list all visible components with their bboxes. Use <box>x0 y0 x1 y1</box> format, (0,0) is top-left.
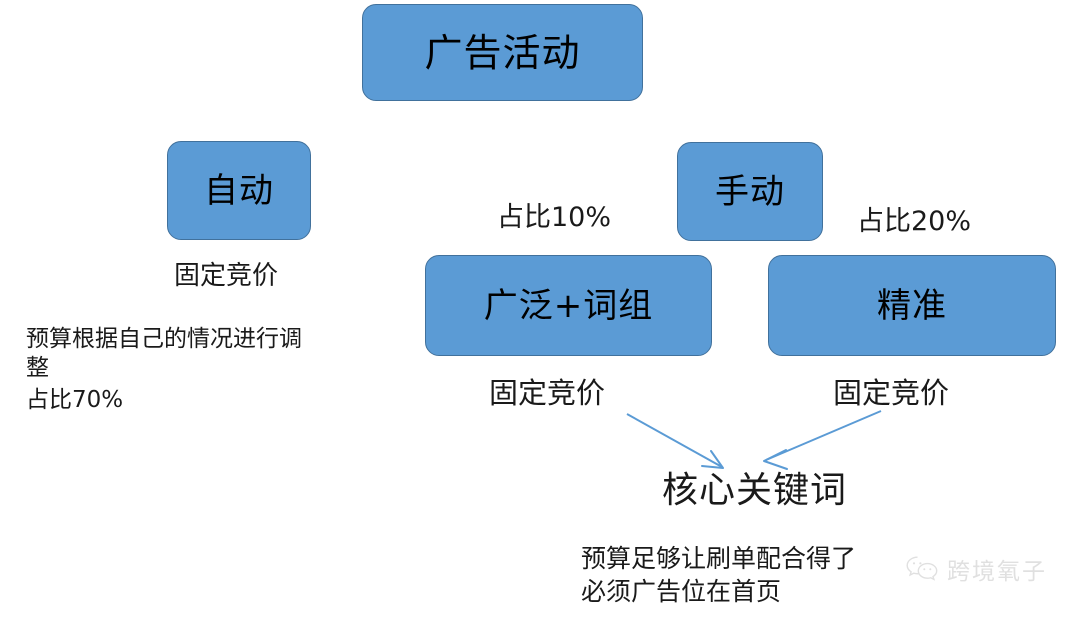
node-exact[interactable]: 精准 <box>768 255 1056 356</box>
node-campaign-label: 广告活动 <box>424 30 581 75</box>
note-auto-budget: 预算根据自己的情况进行调 整 占比70% <box>26 325 356 415</box>
node-auto[interactable]: 自动 <box>167 141 311 240</box>
node-broad-phrase[interactable]: 广泛+词组 <box>425 255 712 356</box>
arrow-right-to-core <box>765 410 882 461</box>
caption-share-20: 占比20% <box>857 206 972 237</box>
note-auto-line2: 整 <box>26 355 49 382</box>
watermark: 跨境氧子 <box>905 552 1047 586</box>
arrow-left-to-core <box>626 413 723 468</box>
note-core-line2: 必须广告位在首页 <box>581 576 782 606</box>
note-auto-share: 占比70% <box>26 386 124 413</box>
node-auto-label: 自动 <box>204 170 274 211</box>
watermark-text: 跨境氧子 <box>947 559 1047 585</box>
caption-broad-fixed-bid: 固定竞价 <box>489 376 606 410</box>
caption-auto-fixed-bid: 固定竞价 <box>174 261 279 291</box>
note-core-keyword: 预算足够让刷单配合得了 必须广告位在首页 <box>581 543 911 608</box>
node-manual[interactable]: 手动 <box>677 142 823 241</box>
note-core-line1: 预算足够让刷单配合得了 <box>581 544 857 573</box>
arrow-right-head <box>763 449 788 470</box>
wechat-icon <box>905 555 939 583</box>
caption-exact-fixed-bid: 固定竞价 <box>833 376 950 410</box>
node-campaign[interactable]: 广告活动 <box>362 4 643 101</box>
node-broad-phrase-label: 广泛+词组 <box>483 285 654 326</box>
arrow-left-head <box>701 450 724 469</box>
caption-share-10: 占比10% <box>497 202 612 233</box>
note-auto-line1: 预算根据自己的情况进行调 <box>26 326 302 352</box>
caption-core-keyword: 核心关键词 <box>662 470 848 511</box>
node-exact-label: 精准 <box>877 285 947 326</box>
node-manual-label: 手动 <box>715 171 785 212</box>
